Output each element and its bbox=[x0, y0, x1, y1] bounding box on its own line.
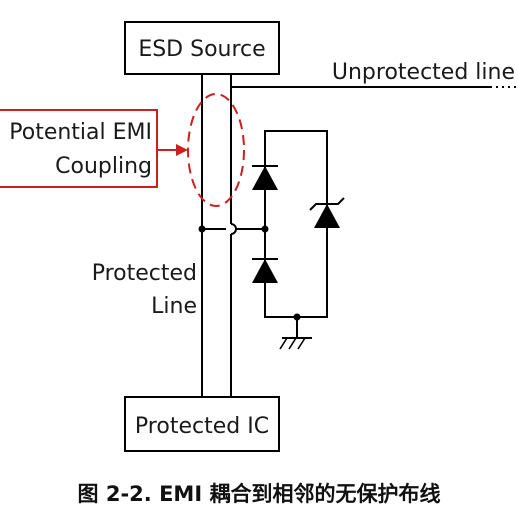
emi-arrow-head bbox=[176, 144, 188, 156]
unprotected-line-wire bbox=[230, 74, 518, 397]
junction-dot-left bbox=[198, 225, 206, 233]
protected-line-label-1: Protected bbox=[92, 261, 197, 286]
lower-diode-symbol bbox=[252, 258, 278, 283]
figure-caption: 图 2-2. EMI 耦合到相邻的无保护布线 bbox=[77, 482, 441, 506]
emi-callout-line2: Coupling bbox=[55, 154, 152, 179]
emi-callout: Potential EMI Coupling bbox=[0, 109, 188, 188]
protected-ic-label: Protected IC bbox=[135, 414, 269, 439]
unprotected-line-label: Unprotected line bbox=[332, 60, 515, 85]
emi-coupling-ellipse bbox=[187, 93, 245, 207]
emi-callout-line1: Potential EMI bbox=[9, 120, 152, 145]
esd-source-label: ESD Source bbox=[138, 37, 265, 62]
esd-source-box: ESD Source bbox=[124, 21, 280, 75]
protected-line-label-2: Line bbox=[151, 294, 197, 319]
protected-ic-box: Protected IC bbox=[124, 396, 280, 452]
protected-ic-rect bbox=[124, 396, 280, 452]
esd-coupling-diagram: ESD Source Protected IC Unprotected line bbox=[0, 21, 518, 452]
upper-diode-symbol bbox=[252, 165, 278, 190]
ground-symbol bbox=[279, 313, 312, 350]
zener-diode-symbol bbox=[309, 197, 345, 228]
emi-callout-box bbox=[0, 109, 158, 188]
esd-source-rect bbox=[124, 21, 280, 75]
